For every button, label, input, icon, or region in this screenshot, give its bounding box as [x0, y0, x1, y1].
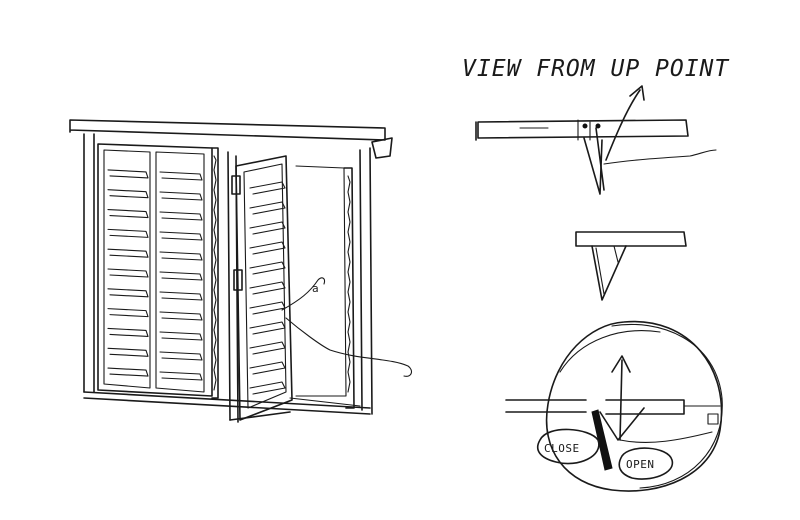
louver-slat [249, 181, 286, 195]
louver-slat [159, 371, 203, 381]
louver-slat [249, 201, 286, 215]
louver-slat [159, 171, 203, 181]
louver-slat [159, 191, 203, 201]
window-perspective [69, 119, 393, 423]
louvers-left-panel-a [107, 169, 149, 377]
louver-slat [249, 341, 286, 355]
louver-slat [107, 189, 149, 199]
louver-slat [249, 281, 286, 295]
louver-slat [107, 308, 149, 318]
louver-slat [107, 288, 149, 298]
louver-slat [107, 228, 149, 238]
louver-slat [159, 231, 203, 241]
label-open: OPEN [626, 458, 655, 471]
louver-slat [159, 251, 203, 261]
louver-slat [249, 381, 286, 395]
diagram-title: VIEW FROM UP POINT [462, 56, 729, 82]
louvers-opened-shutter [249, 181, 286, 395]
louver-slat [107, 208, 149, 219]
plan-view-middle [575, 231, 687, 301]
louver-slat [249, 321, 286, 335]
louver-slat [107, 248, 149, 258]
louver-slat [107, 347, 149, 357]
louver-slat [249, 221, 286, 235]
louvers-left-panel-b [159, 171, 203, 381]
louver-slat [159, 311, 203, 321]
louver-slat [107, 169, 149, 179]
detail-circle: CLOSE OPEN [505, 320, 723, 492]
louver-slat [249, 301, 286, 315]
louver-slat [159, 211, 203, 221]
louver-slat [159, 351, 203, 361]
louver-slat [249, 261, 286, 275]
louver-slat [159, 331, 203, 341]
louver-slat [159, 291, 203, 301]
callout-leader: a [281, 277, 413, 377]
louver-slat [107, 268, 149, 278]
label-closed: CLOSE [544, 442, 580, 455]
louver-slat [159, 271, 203, 281]
louver-slat [107, 327, 149, 338]
louver-slat [107, 367, 149, 377]
louver-slat [249, 361, 286, 375]
callout-number: a [312, 282, 319, 295]
louver-slat [249, 241, 286, 255]
plan-view-top [475, 85, 717, 195]
